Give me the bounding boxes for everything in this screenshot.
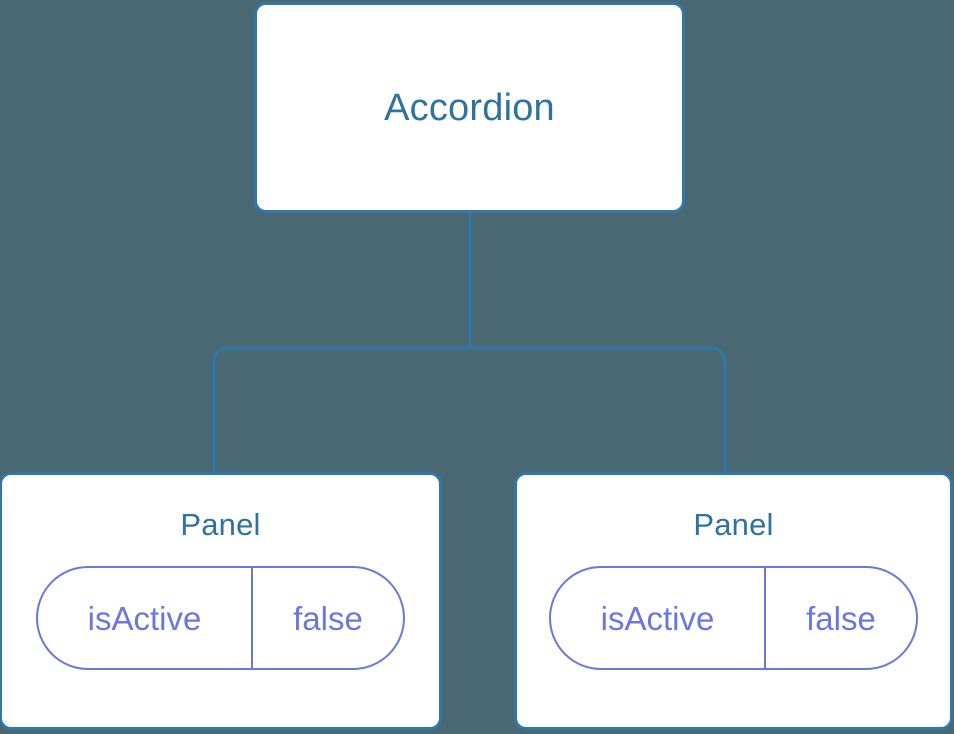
- node-accordion[interactable]: Accordion: [254, 2, 685, 213]
- state-value-panel-2: false: [806, 599, 876, 637]
- state-badge-panel-1[interactable]: isActive false: [36, 566, 405, 670]
- node-panel-2-label: Panel: [693, 507, 774, 542]
- state-badge-panel-2[interactable]: isActive false: [549, 566, 918, 670]
- state-key-panel-2: isActive: [551, 568, 766, 668]
- edge-branch-bus: [212, 346, 727, 473]
- node-accordion-label: Accordion: [384, 86, 555, 129]
- node-panel-1[interactable]: Panel isActive false: [0, 472, 442, 730]
- node-panel-2[interactable]: Panel isActive false: [514, 472, 953, 730]
- state-value-panel-1: false: [293, 599, 363, 637]
- state-key-panel-1: isActive: [38, 568, 253, 668]
- node-panel-1-label: Panel: [180, 507, 261, 542]
